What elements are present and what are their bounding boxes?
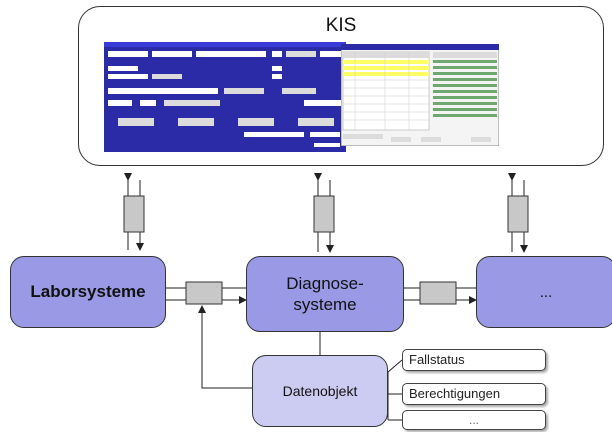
node-other-systems: ...: [476, 256, 612, 328]
connector-kis-labor: [123, 173, 145, 251]
kis-screenshot-table: [341, 44, 499, 146]
kis-title: KIS: [325, 15, 357, 36]
datenobjekt-to-connector-arrow: [198, 305, 252, 389]
kis-screenshot-form: [104, 42, 346, 152]
node-diagnosesysteme: Diagnose- systeme: [246, 256, 404, 332]
node-datenobjekt: Datenobjekt: [252, 355, 388, 427]
node-diagnosesysteme-label-line2: systeme: [293, 295, 357, 314]
node-laborsysteme: Laborsysteme: [10, 256, 166, 328]
attribute-fallstatus: Fallstatus: [402, 349, 546, 371]
node-diagnosesysteme-label-line1: Diagnose-: [286, 274, 364, 293]
connector-box: [123, 195, 145, 233]
connector-labor-diagnose: [159, 281, 247, 305]
connector-diagnose-other: [397, 281, 477, 305]
connector-box: [313, 195, 335, 233]
connector-kis-other: [507, 173, 529, 253]
connector-box: [185, 281, 223, 305]
kis-container: KIS: [78, 6, 604, 166]
attribute-more: ...: [402, 410, 546, 430]
connector-box: [507, 195, 529, 233]
node-datenobjekt-label: Datenobjekt: [282, 383, 358, 399]
node-laborsysteme-label: Laborsysteme: [30, 282, 146, 301]
node-other-systems-label: ...: [539, 283, 553, 301]
connector-kis-diagnose: [313, 173, 335, 253]
connector-box: [419, 281, 457, 305]
attribute-tree: [387, 359, 403, 421]
attribute-berechtigungen: Berechtigungen: [402, 383, 546, 405]
